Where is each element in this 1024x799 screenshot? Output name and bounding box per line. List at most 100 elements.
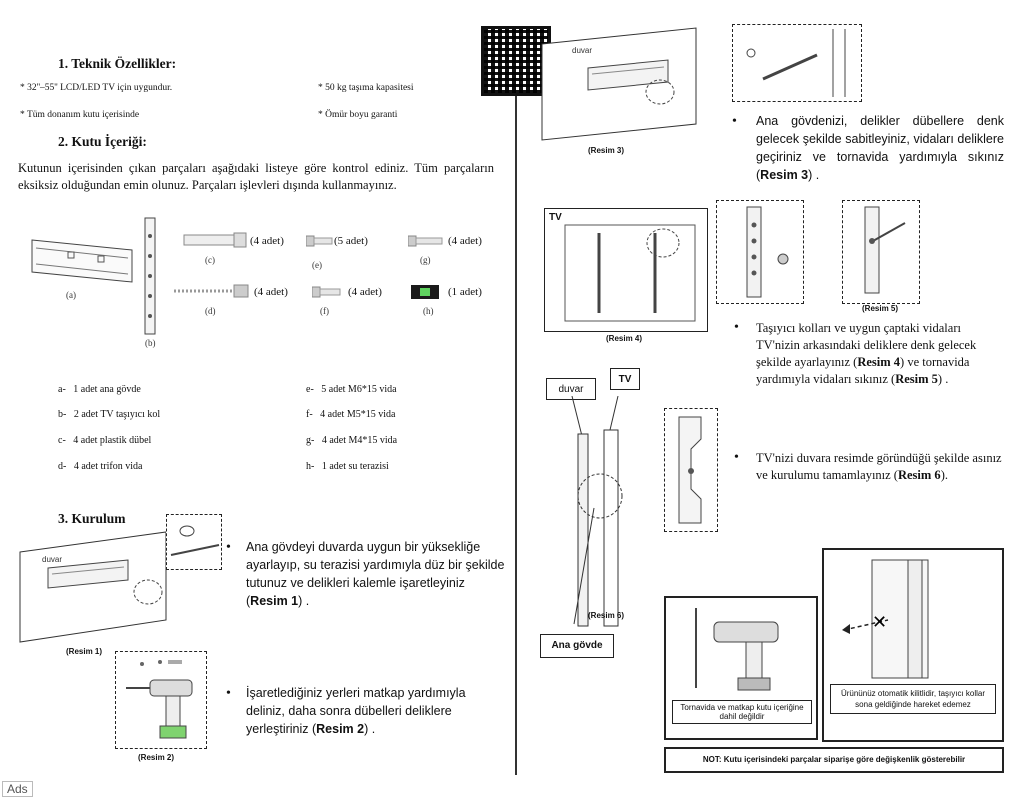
parts-key: f- bbox=[306, 409, 313, 420]
step1-text-post: ) . bbox=[298, 594, 310, 608]
svg-text:✕: ✕ bbox=[872, 612, 887, 633]
step4-text-pre: Taşıyıcı kolları ve uygun çaptaki vidala… bbox=[756, 321, 977, 369]
parts-list-item: b- 2 adet TV taşıyıcı kol bbox=[58, 409, 160, 420]
step3-text-pre: Ana gövdenizi, delikler dübellere denk g… bbox=[756, 114, 1004, 182]
parts-text: 1 adet ana gövde bbox=[73, 384, 141, 395]
parts-list-item: h- 1 adet su terazisi bbox=[306, 461, 389, 472]
resim1-illustration bbox=[19, 531, 167, 643]
body-callout-label: Ana gövde bbox=[551, 640, 603, 651]
bullet: • bbox=[734, 450, 739, 465]
tools-note-box: Tornavida ve matkap kutu içeriğine dahil… bbox=[664, 596, 818, 740]
bullet: • bbox=[226, 540, 231, 555]
step2-text-pre: İşaretlediğiniz yerleri matkap yardımıyl… bbox=[246, 686, 466, 736]
spec-item: * 32''–55'' LCD/LED TV için uygundur. bbox=[20, 83, 173, 93]
parts-text: 4 adet plastik dübel bbox=[73, 435, 152, 446]
part-e-image bbox=[306, 235, 333, 247]
column-divider bbox=[515, 40, 517, 775]
spec-item: * Tüm donanım kutu içerisinde bbox=[20, 110, 140, 120]
parts-text: 4 adet trifon vida bbox=[73, 461, 143, 472]
section3-title: 3. Kurulum bbox=[58, 511, 126, 526]
tv-label: TV bbox=[549, 212, 562, 223]
section1-title: 1. Teknik Özellikler: bbox=[58, 56, 177, 71]
resim4-tv bbox=[544, 208, 708, 332]
tv-callout-label: TV bbox=[618, 374, 632, 385]
resim4-caption: (Resim 4) bbox=[606, 334, 643, 343]
parts-text: 4 adet M5*15 vida bbox=[320, 409, 396, 420]
part-label: (d) bbox=[205, 306, 216, 316]
resim3-detail bbox=[732, 24, 862, 102]
part-quantity: (4 adet) bbox=[348, 286, 382, 298]
bottom-note: NOT: Kutu içerisindeki parçalar siparişe… bbox=[664, 747, 1004, 773]
parts-list-item: c- 4 adet plastik dübel bbox=[58, 435, 151, 446]
section2-paragraph: Kutunun içerisinden çıkan parçaları aşağ… bbox=[18, 161, 494, 192]
part-quantity: (4 adet) bbox=[448, 235, 482, 247]
part-label: (g) bbox=[420, 255, 431, 265]
part-label: (e) bbox=[312, 260, 322, 270]
wall-label: duvar bbox=[572, 46, 593, 55]
resim2-drill-box bbox=[115, 651, 207, 749]
tools-note-text: Tornavida ve matkap kutu içeriğine dahil… bbox=[672, 700, 812, 724]
resim3-caption: (Resim 3) bbox=[588, 146, 625, 155]
step4-ref1: Resim 4 bbox=[857, 355, 901, 369]
resim6-detail bbox=[664, 408, 718, 532]
resim4-detail bbox=[716, 200, 804, 304]
parts-text: 5 adet M6*15 vida bbox=[321, 384, 397, 395]
ads-label[interactable]: Ads bbox=[2, 781, 33, 797]
step6-text-post: ). bbox=[940, 468, 948, 482]
part-quantity: (4 adet) bbox=[254, 286, 288, 298]
part-label: (h) bbox=[423, 306, 434, 316]
parts-key: h- bbox=[306, 461, 315, 472]
parts-key: a- bbox=[58, 384, 66, 395]
step2-text: İşaretlediğiniz yerleri matkap yardımıyl… bbox=[246, 684, 506, 738]
wall-callout-label: duvar bbox=[558, 384, 584, 395]
step3-text-post: ) . bbox=[808, 168, 820, 182]
parts-list-item: f- 4 adet M5*15 vida bbox=[306, 409, 395, 420]
part-quantity: (5 adet) bbox=[334, 235, 368, 247]
step1-text-pre: Ana gövdeyi duvarda uygun bir yüksekliğe… bbox=[246, 540, 505, 608]
step6-ref: Resim 6 bbox=[897, 468, 941, 482]
step3-ref: Resim 3 bbox=[760, 168, 809, 182]
bullet: • bbox=[226, 686, 231, 701]
parts-key: g- bbox=[306, 435, 315, 446]
parts-text: 4 adet M4*15 vida bbox=[321, 435, 398, 446]
resim1-detail bbox=[166, 514, 222, 570]
spec-item: * 50 kg taşıma kapasitesi bbox=[318, 83, 414, 93]
part-quantity: (1 adet) bbox=[448, 286, 482, 298]
parts-key: e- bbox=[306, 384, 314, 395]
parts-key: d- bbox=[58, 461, 67, 472]
parts-text: 1 adet su terazisi bbox=[321, 461, 389, 472]
parts-list-item: e- 5 adet M6*15 vida bbox=[306, 384, 397, 395]
parts-key: c- bbox=[58, 435, 66, 446]
section2-title: 2. Kutu İçeriği: bbox=[58, 134, 147, 149]
parts-key: b- bbox=[58, 409, 67, 420]
part-label: (b) bbox=[145, 338, 156, 348]
resim5-caption: (Resim 5) bbox=[862, 304, 899, 313]
bullet: • bbox=[734, 320, 739, 335]
resim5-detail bbox=[842, 200, 920, 304]
parts-list-item: a- 1 adet ana gövde bbox=[58, 384, 141, 395]
step1-ref: Resim 1 bbox=[250, 594, 299, 608]
tv-callout: TV bbox=[610, 368, 640, 390]
step2-ref: Resim 2 bbox=[316, 722, 365, 736]
step4-text: Taşıyıcı kolları ve uygun çaptaki vidala… bbox=[756, 320, 1006, 388]
step4-text-mid: ) ve tornavida yardımıyla vidaları sıkın… bbox=[756, 355, 970, 386]
step6-text-pre: TV'nizi duvara resimde göründüğü şekilde… bbox=[756, 451, 1002, 482]
step4-text-post: ) . bbox=[937, 372, 949, 386]
part-label: (f) bbox=[320, 306, 329, 316]
wall-callout: duvar bbox=[546, 378, 596, 400]
part-d-image bbox=[174, 284, 249, 298]
level-icon bbox=[411, 285, 439, 299]
body-callout: Ana gövde bbox=[540, 634, 614, 658]
part-b-image bbox=[144, 217, 156, 335]
part-g-image bbox=[408, 235, 443, 247]
spec-item: * Ömür boyu garanti bbox=[318, 110, 398, 120]
lock-note-box: ✕ Ürününüz otomatik kilitlidir, taşıyıcı… bbox=[822, 548, 1004, 742]
parts-list-item: g- 4 adet M4*15 vida bbox=[306, 435, 397, 446]
part-label: (a) bbox=[66, 290, 76, 300]
step6-text: TV'nizi duvara resimde göründüğü şekilde… bbox=[756, 450, 1006, 484]
part-f-image bbox=[312, 286, 341, 298]
lock-note-text: Ürününüz otomatik kilitlidir, taşıyıcı k… bbox=[830, 684, 996, 714]
wall-label: duvar bbox=[42, 555, 63, 564]
step2-text-post: ) . bbox=[364, 722, 376, 736]
resim3-illustration bbox=[541, 27, 697, 141]
